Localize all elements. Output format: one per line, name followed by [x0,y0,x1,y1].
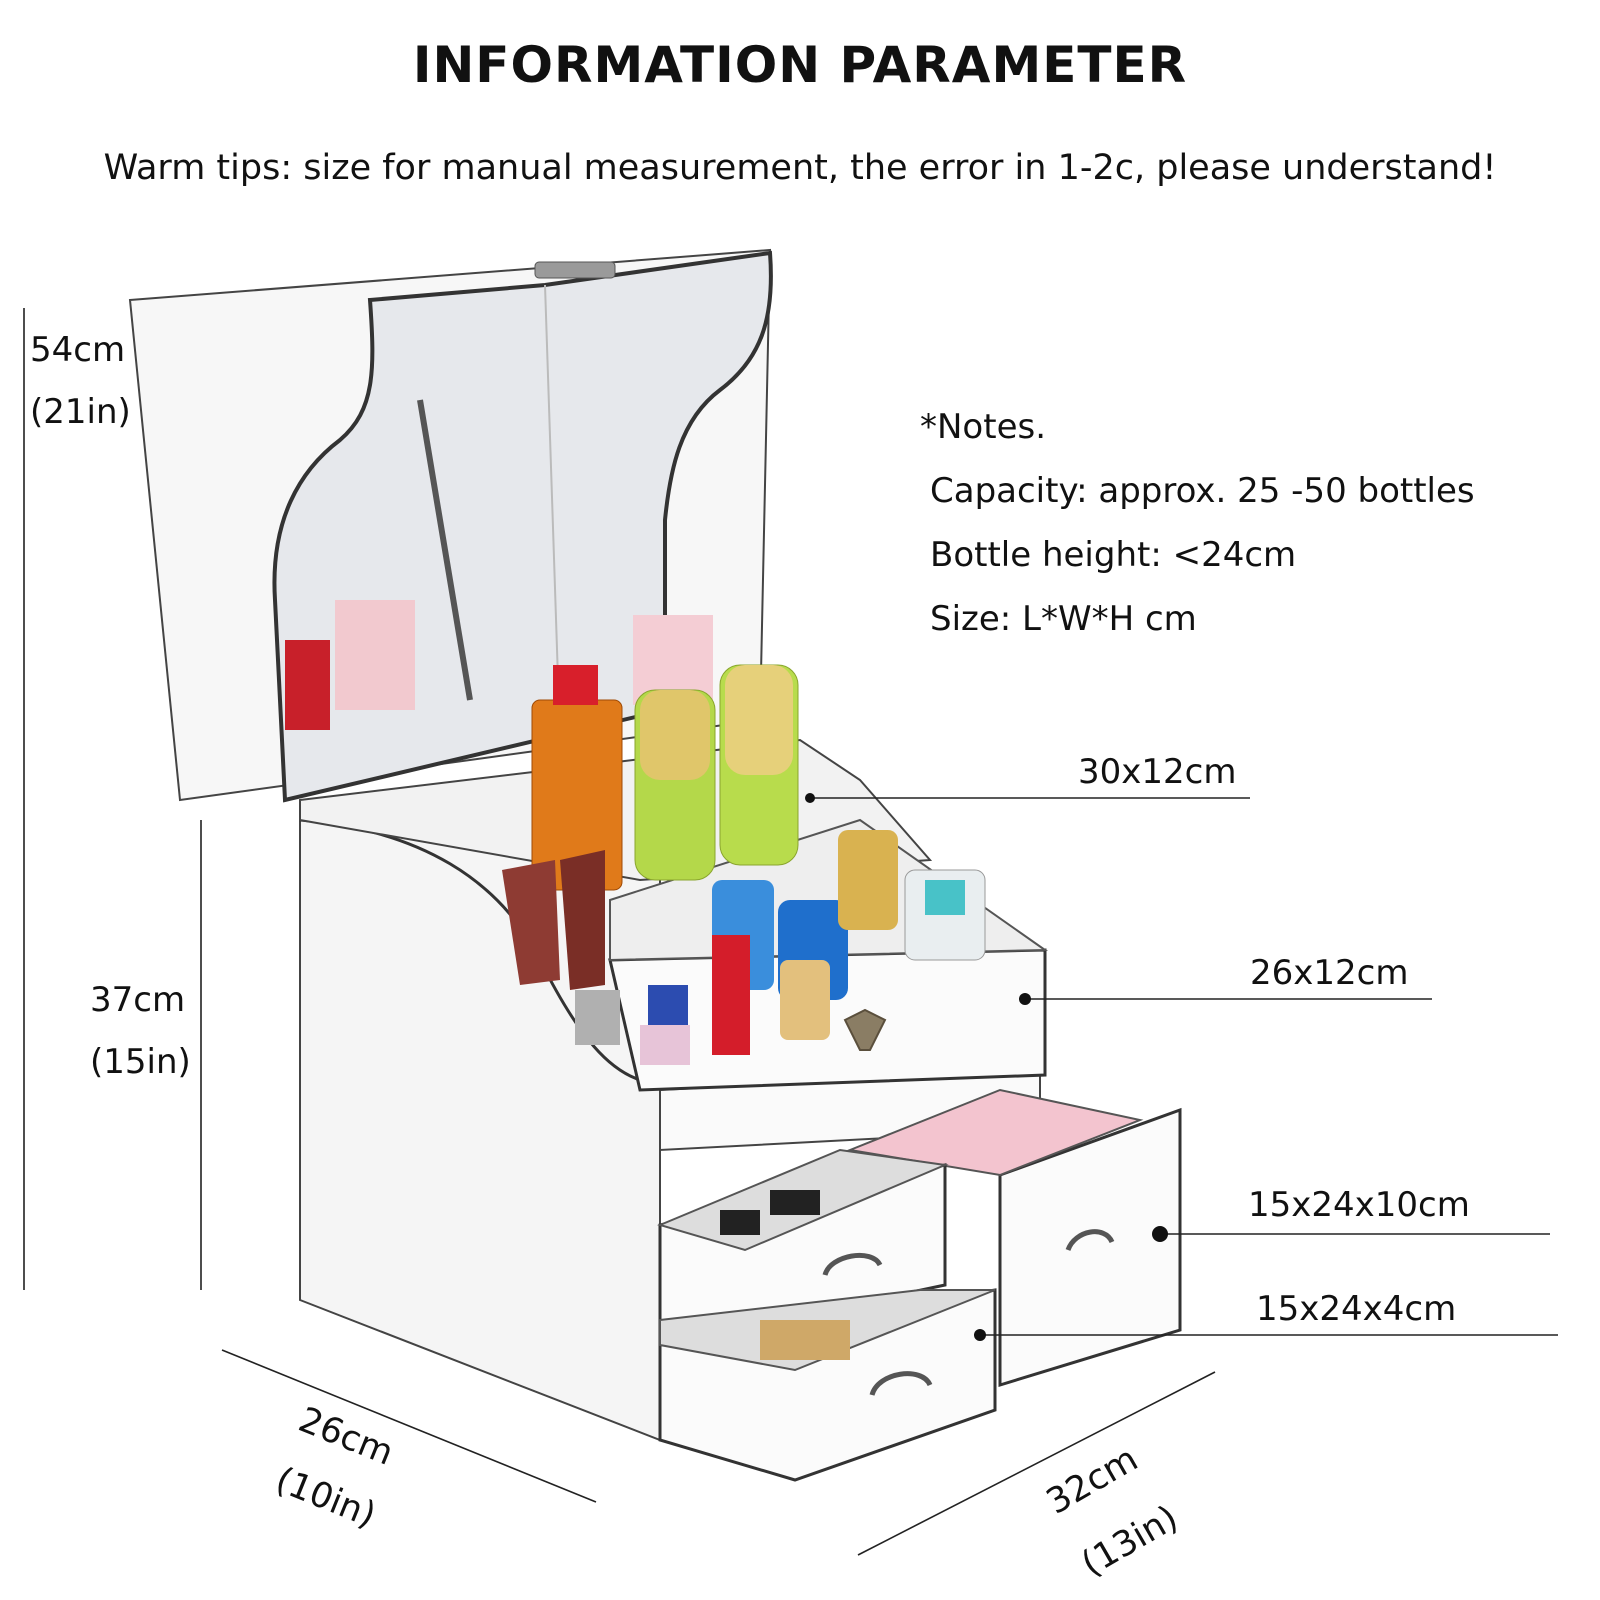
body-height-in: (15in) [90,1042,191,1082]
note-capacity: Capacity: approx. 25 -50 bottles [930,471,1475,511]
large-drawer-handle-icon [1065,1229,1115,1252]
warm-tips: Warm tips: size for manual measurement, … [103,148,1497,188]
notes-heading: *Notes. [920,407,1047,447]
upper-drawer-handle-icon [822,1252,883,1276]
leader-dots [805,793,1168,1341]
total-height-in: (21in) [30,392,131,432]
large-drawer-size: 15x24x10cm [1248,1185,1470,1225]
large-drawer [998,1107,1182,1388]
note-size: Size: L*W*H cm [930,599,1197,639]
cosmetic-bottles [502,615,986,1065]
middle-tray-size: 26x12cm [1250,953,1409,993]
notes-block: *Notes. Capacity: approx. 25 -50 bottles… [920,395,1475,651]
total-height-cm: 54cm [30,330,126,370]
small-drawer-size: 15x24x4cm [1256,1289,1457,1329]
page-title: INFORMATION PARAMETER [412,36,1188,94]
lower-drawer-handle-icon [869,1371,933,1396]
width-line [857,1371,1216,1556]
butterfly-latch-icon [843,1008,887,1051]
dimension-lines [23,308,1558,1556]
depth-line [221,1349,597,1503]
drawers [657,1088,1182,1482]
top-tray-size: 30x12cm [1078,752,1237,792]
body-height-cm: 37cm [90,980,186,1020]
note-bottle-height: Bottle height: <24cm [930,535,1297,575]
